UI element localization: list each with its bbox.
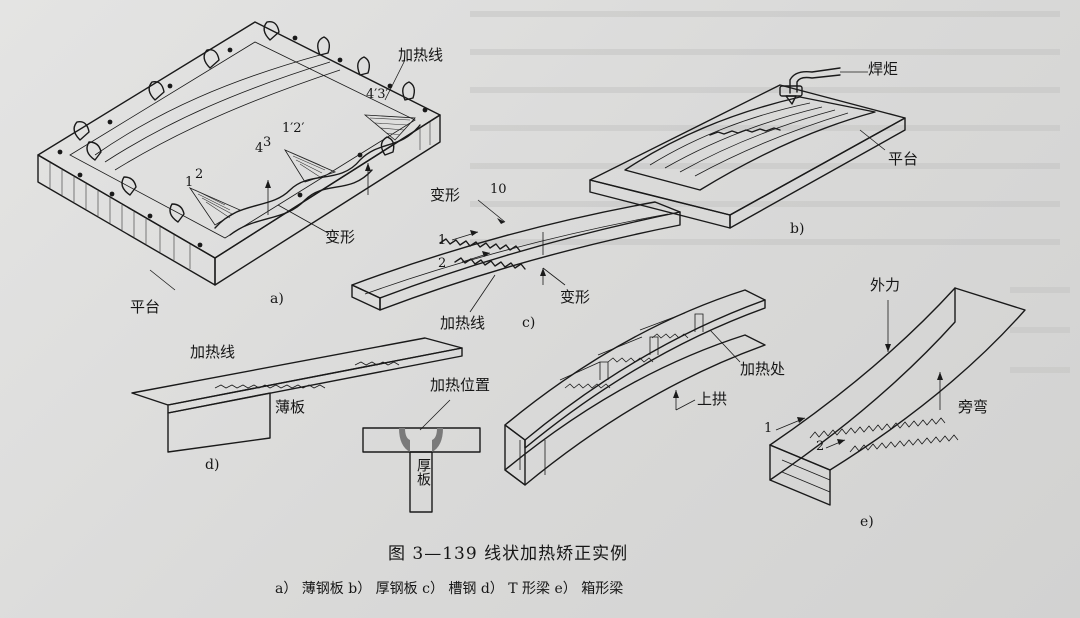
label-b-platform: 平台 [888,150,919,168]
label-c-deform-right: 变形 [560,288,591,306]
label-a-heat-line: 加热线 [398,46,444,64]
label-c-n2: 2 [438,256,447,271]
figure-caption-subtitle: a） 薄钢板 b） 厚钢板 c） 槽钢 d） T 形梁 e） 箱形梁 [275,581,624,597]
label-d-heat-line: 加热线 [190,343,236,361]
label-c-n10: 10 [490,182,507,197]
diagram-t-i-beam [504,289,766,486]
label-e-n1: 1 [764,421,773,436]
label-d-thick-plate: 厚板 [415,458,431,486]
label-a-platform: 平台 [130,298,161,316]
label-b-torch: 焊炬 [868,60,899,78]
label-e-side-bend: 旁弯 [958,398,989,416]
label-a-n4: 4 [255,141,264,156]
label-d-heat-pos: 加热位置 [430,376,491,394]
diagram-e-box-beam [769,287,1026,506]
diagram-c-channel [351,199,681,313]
label-b-panel: b) [790,221,805,237]
figure-caption-title: 图 3—139 线状加热矫正实例 [388,544,629,564]
diagram-b-thick-plate [589,67,906,229]
label-a-n3: 3 [263,135,272,150]
label-t-heat-place: 加热处 [740,360,786,378]
label-d-thin-plate: 薄板 [275,398,306,416]
diagram-d-t-beam [131,337,481,513]
label-a-panel: a) [270,291,284,307]
label-e-n2: 2 [816,439,825,454]
label-a-n1: 1 [185,175,194,190]
label-a-deform: 变形 [325,228,356,246]
label-d-panel: d) [205,457,220,473]
label-t-arch: 上拱 [697,390,728,408]
label-c-n1: 1 [438,233,447,248]
label-c-heat-line: 加热线 [440,314,486,332]
label-a-n4p3p: 4′3′ [366,87,389,102]
label-a-n1p2p: 1′2′ [282,121,305,136]
label-e-force: 外力 [870,276,901,294]
label-c-panel: c) [522,315,536,331]
label-a-n2: 2 [195,167,204,182]
show-through-lines [470,11,1070,373]
label-c-deform-top: 变形 [430,186,461,204]
label-e-panel: e) [860,514,874,530]
diagram-a-thin-plate [37,21,441,291]
